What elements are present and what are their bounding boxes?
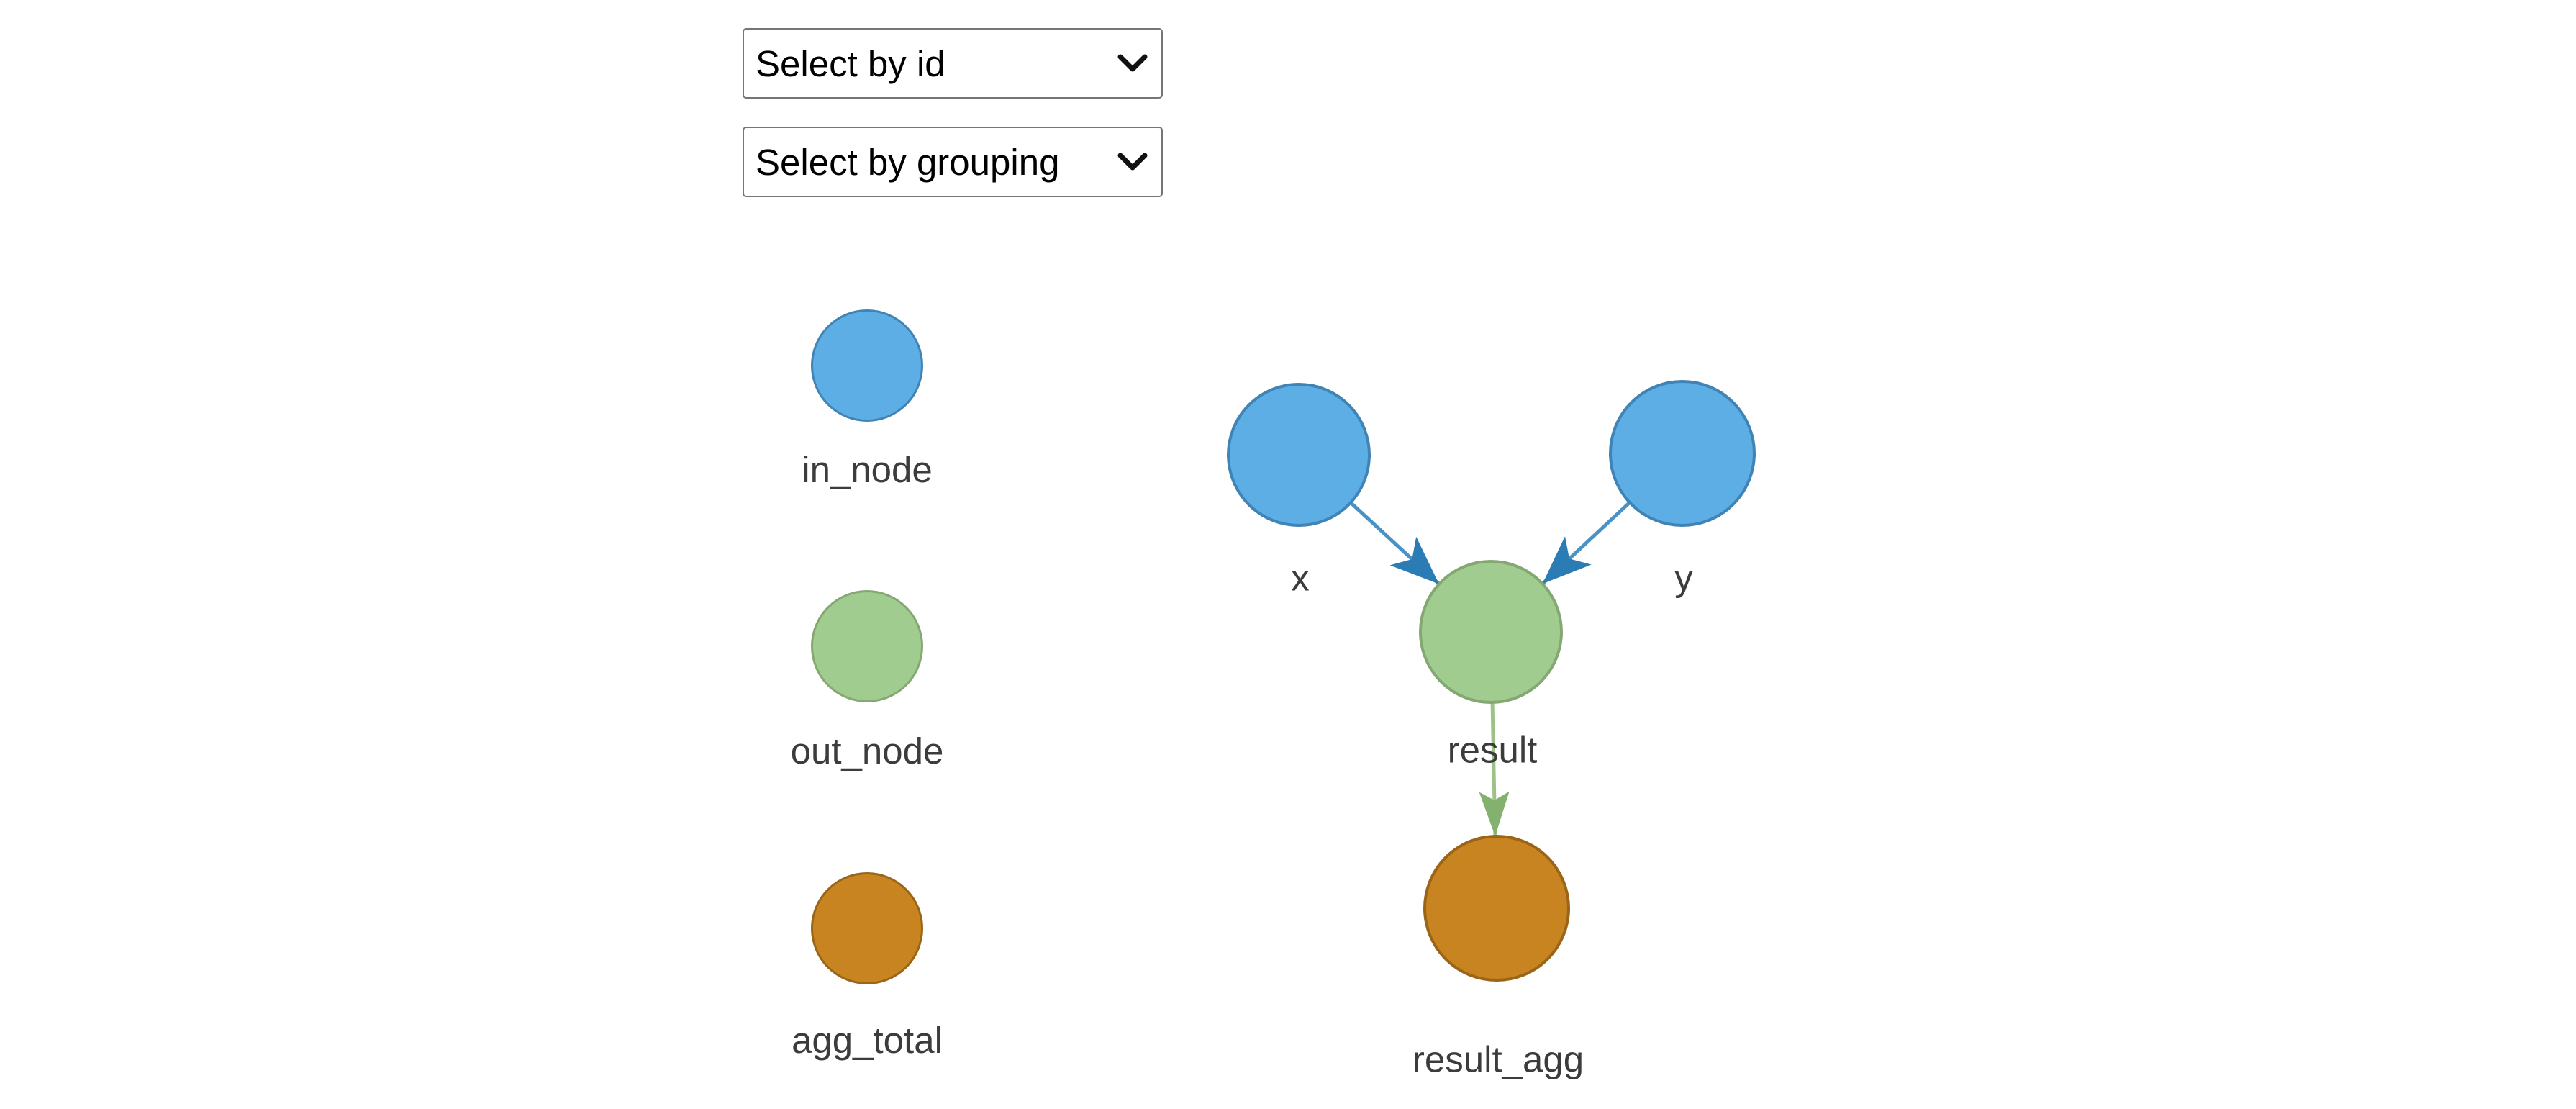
graph-node-result[interactable] — [1419, 560, 1563, 704]
graph-node-label-result: result — [1448, 730, 1538, 771]
select-by-id-dropdown[interactable]: Select by id — [743, 28, 1163, 99]
legend-swatch-in-node — [811, 309, 923, 422]
arrowhead-icon — [1542, 536, 1592, 584]
legend-swatch-agg-total — [811, 872, 923, 984]
graph-node-label-result_agg: result_agg — [1412, 1039, 1584, 1080]
legend-swatch-out-node — [811, 590, 923, 702]
arrowhead-icon — [1389, 536, 1439, 584]
graph-node-label-y: y — [1674, 558, 1693, 599]
graph-node-x[interactable] — [1227, 383, 1371, 527]
arrowhead-icon — [1479, 791, 1510, 836]
graph-node-y[interactable] — [1609, 380, 1756, 527]
select-by-grouping-dropdown[interactable]: Select by grouping — [743, 127, 1163, 197]
graph-node-result_agg[interactable] — [1423, 835, 1570, 982]
legend-label-out-node: out_node — [790, 730, 944, 771]
legend-label-in-node: in_node — [802, 449, 933, 490]
graph-node-label-x: x — [1291, 558, 1310, 599]
legend-label-agg-total: agg_total — [792, 1020, 943, 1061]
